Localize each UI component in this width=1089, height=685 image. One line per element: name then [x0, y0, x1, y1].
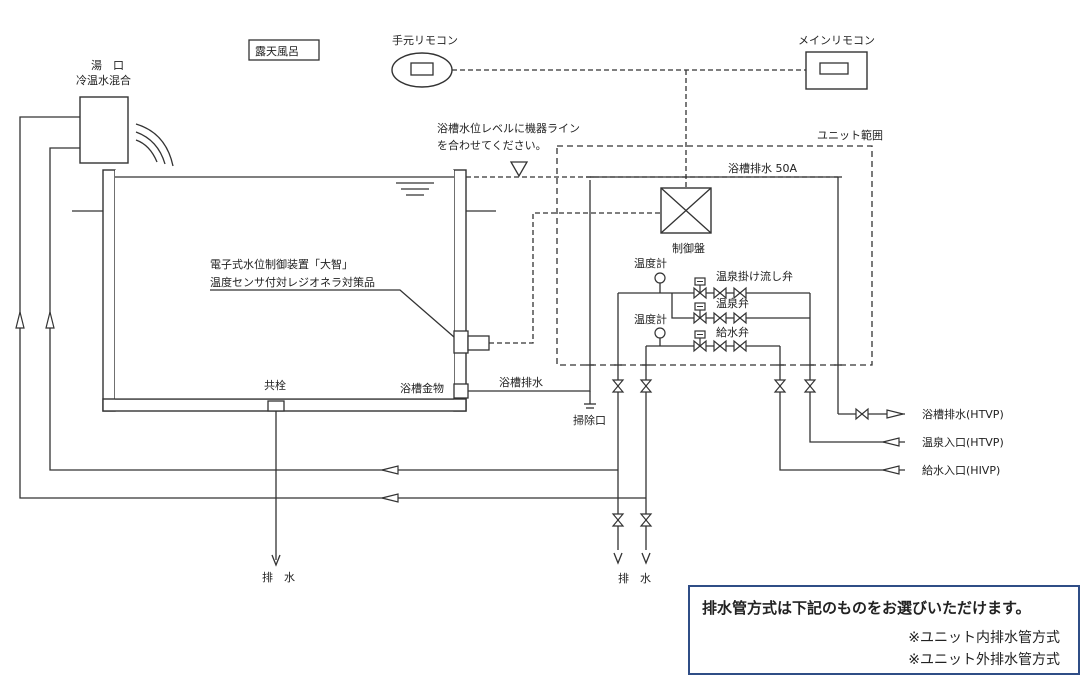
main-remote-label: メインリモコン — [798, 34, 875, 47]
onsen-inlet-pipe — [809, 293, 905, 443]
unit-range — [556, 145, 873, 366]
thermometer-2-icon — [654, 327, 666, 339]
cleaning-port — [584, 391, 596, 409]
device-label-2: 温度センサ付対レジオネラ対策品 — [210, 275, 375, 289]
water-supply-arrow — [381, 493, 399, 503]
in-onsen-label: 温泉入口(HTVP) — [922, 435, 1004, 449]
onsen-drop-arrow — [613, 552, 623, 565]
roten-label: 露天風呂 — [255, 45, 299, 58]
water-check-valve — [713, 340, 727, 352]
drain-outlet-valve — [855, 408, 869, 420]
out-drain-label: 浴槽排水(HTVP) — [922, 407, 1004, 421]
device-label-1: 電子式水位制御装置「大智」 — [210, 257, 353, 271]
water-drop-arrow — [641, 552, 651, 565]
in-water-label: 給水入口(HIVP) — [922, 463, 1000, 477]
onsen-check-valve — [713, 312, 727, 324]
onsen-valve-label: 温泉弁 — [716, 296, 749, 310]
temoto-remote-label: 手元リモコン — [392, 33, 458, 47]
water-inlet-valve — [774, 379, 786, 393]
level-sensor-body — [467, 335, 490, 351]
kyosen-plug — [267, 400, 285, 412]
junction-ticks — [586, 176, 842, 366]
onsen-supply-line — [49, 147, 618, 471]
yuguchi-box — [79, 96, 129, 164]
bath-drain-label: 浴槽排水 — [499, 375, 543, 389]
onsen-up-arrow — [45, 311, 55, 329]
onsen-inlet-valve — [804, 379, 816, 393]
roten-label-box — [248, 39, 320, 61]
notice-option-2: ※ユニット外排水管方式 — [908, 652, 1060, 668]
drain-50a-label: 浴槽排水 50A — [728, 161, 797, 175]
water-level-marker — [509, 161, 529, 178]
onsen-motor-valve — [693, 302, 707, 324]
onsen-drop-valve-upper — [612, 379, 624, 393]
water-drop-valve-upper — [640, 379, 652, 393]
temoto-remote-screen — [410, 62, 434, 76]
onsen-drop-valve-lower — [612, 513, 624, 527]
cleaning-port-label: 掃除口 — [573, 413, 606, 427]
thermometer-2-label: 温度計 — [634, 312, 667, 326]
water-valve-label: 給水弁 — [716, 325, 749, 339]
water-inlet-arrow — [882, 465, 900, 475]
bath-fitting — [453, 383, 469, 399]
unit-range-label: ユニット範囲 — [817, 128, 883, 142]
control-panel — [660, 187, 712, 234]
water-up-arrow — [15, 311, 25, 329]
onsen-inlet-arrow — [882, 437, 900, 447]
device-leader — [210, 289, 455, 338]
water-level-symbol — [396, 182, 434, 196]
onsen-overflow-motor-valve — [693, 277, 707, 299]
water-level-note-1: 浴槽水位レベルに機器ライン — [437, 121, 580, 135]
drain-method-notice: 排水管方式は下記のものをお選びいただけます。 ※ユニット内排水管方式 ※ユニット… — [688, 585, 1080, 675]
level-sensor-device — [453, 330, 469, 354]
thermometer-1-icon — [654, 272, 666, 284]
water-motor-valve — [693, 330, 707, 352]
water-spout-arcs — [135, 123, 174, 167]
onsen-valve-line — [671, 293, 810, 319]
kyosen-label: 共栓 — [264, 378, 286, 392]
water-supply-line — [19, 116, 646, 499]
onsen-gate-valve — [733, 312, 747, 324]
sensor-wire — [489, 212, 661, 344]
notice-title: 排水管方式は下記のものをお選びいただけます。 — [702, 599, 1031, 617]
onsen-supply-arrow — [381, 465, 399, 475]
kyosen-drain-arrow — [271, 554, 281, 567]
main-remote-screen — [819, 62, 849, 75]
water-level-note-2: を合わせてください。 — [437, 138, 547, 152]
onsen-overflow-valve-label: 温泉掛け流し弁 — [716, 269, 793, 283]
notice-option-1: ※ユニット内排水管方式 — [908, 630, 1060, 646]
water-drop-valve-lower — [640, 513, 652, 527]
water-gate-valve — [733, 340, 747, 352]
kyosen-drain-label: 排 水 — [262, 570, 295, 584]
bath-fitting-label: 浴槽金物 — [400, 381, 444, 395]
drain-outlet-arrow — [886, 409, 904, 419]
thermometer-1-label: 温度計 — [634, 256, 667, 270]
right-drain-label: 排 水 — [618, 571, 651, 585]
yuguchi-label: 湯 口 — [91, 59, 124, 72]
control-panel-label: 制御盤 — [672, 241, 705, 255]
yuguchi-mix-label: 冷温水混合 — [76, 73, 131, 87]
